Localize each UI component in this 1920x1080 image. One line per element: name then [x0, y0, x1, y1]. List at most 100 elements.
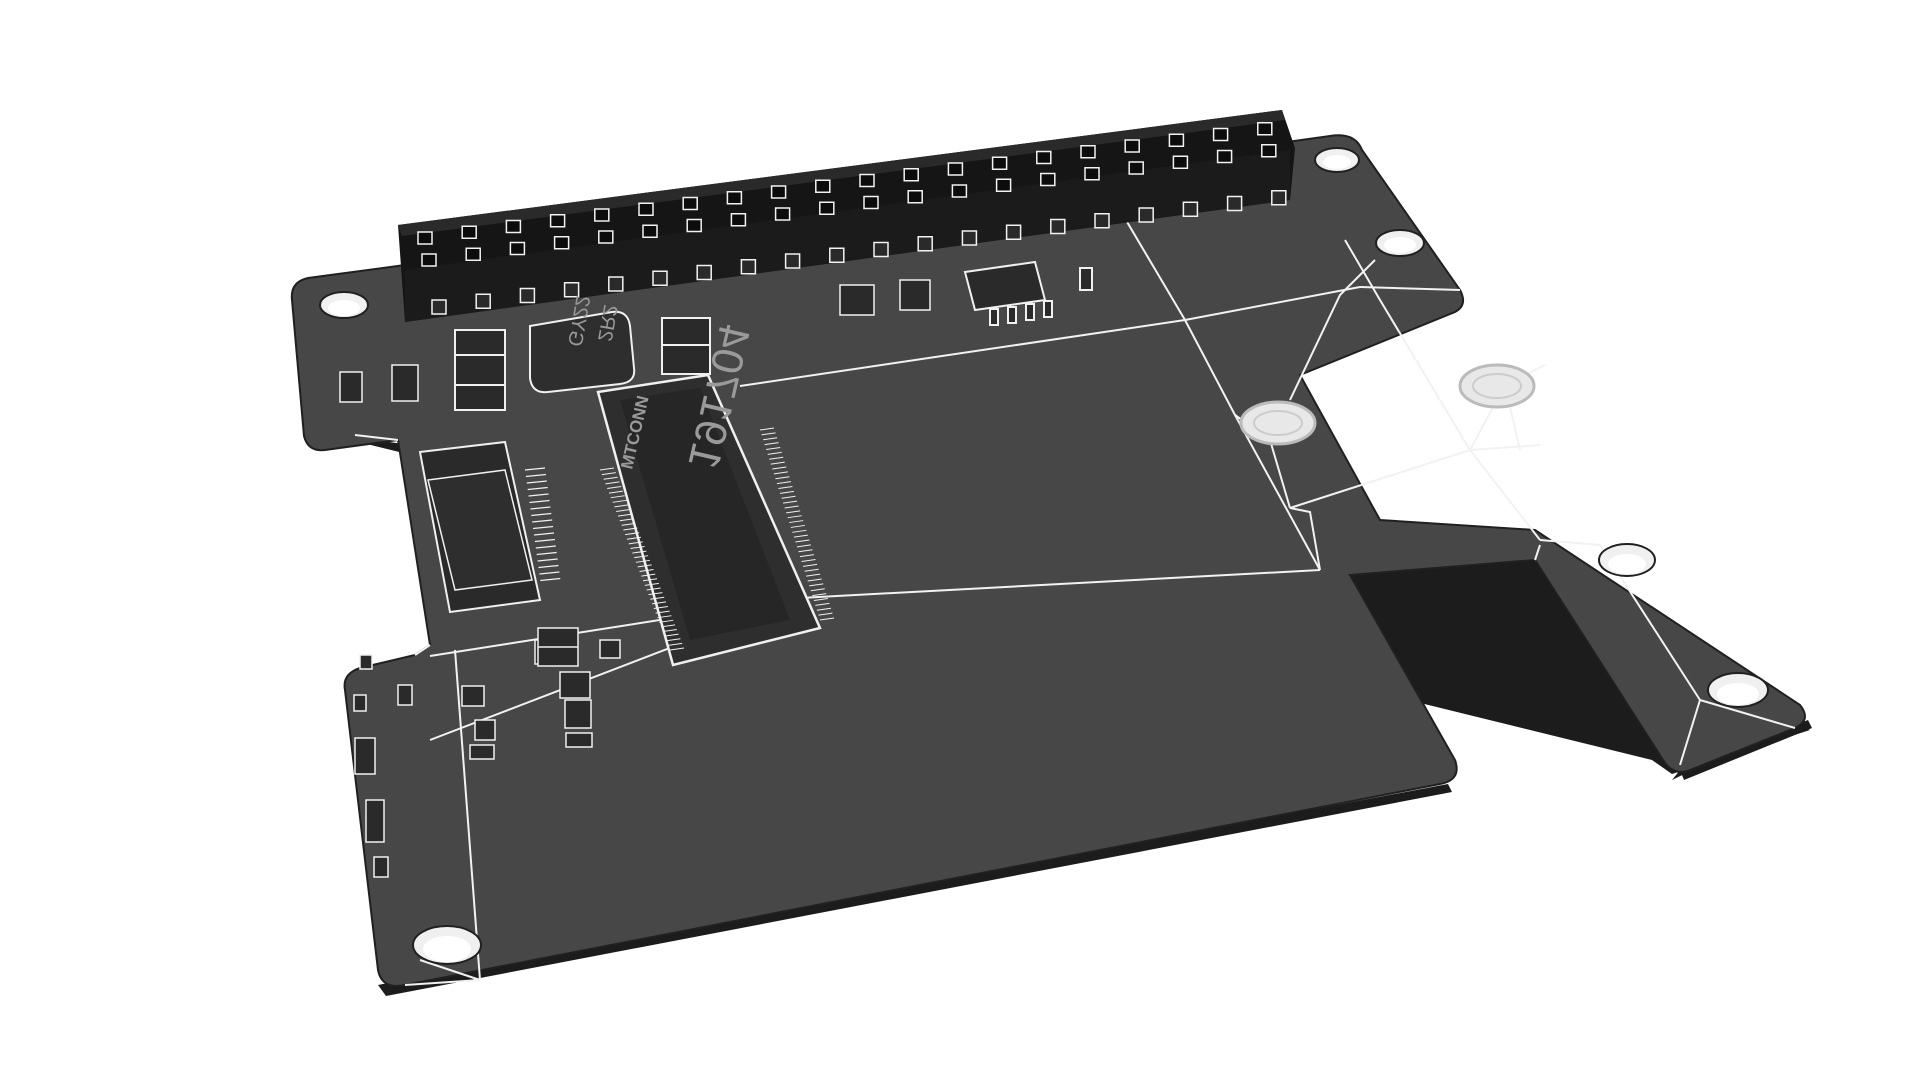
header-pin — [774, 207, 791, 221]
m2-contact — [767, 451, 782, 455]
header-solder-pad — [1050, 218, 1066, 235]
m2-contact — [655, 610, 670, 614]
mounting-hole — [412, 925, 482, 965]
header-pin — [995, 178, 1012, 192]
m2-contact — [603, 476, 618, 480]
smd-diode — [899, 279, 931, 311]
m2-contact — [607, 485, 622, 489]
header-pin — [770, 185, 787, 199]
smd-resistor — [339, 371, 363, 403]
m2-contact — [781, 495, 796, 499]
m2-contact — [761, 432, 776, 436]
test-pads — [1239, 363, 1536, 446]
header-pin — [1128, 161, 1144, 175]
header-solder-pad — [519, 287, 536, 304]
smd-resistor — [565, 732, 593, 748]
header-solder-pad — [873, 241, 889, 258]
header-solder-pad — [740, 259, 757, 275]
m2-contact — [792, 529, 807, 533]
header-solder-pad — [431, 299, 447, 315]
m2-contact — [666, 638, 681, 642]
header-pin — [1124, 139, 1140, 153]
m2-contact — [790, 524, 805, 528]
fpc-contact — [536, 551, 557, 556]
fpc-contact — [538, 564, 559, 569]
header-solder-pad — [829, 247, 845, 263]
header-pin — [1040, 172, 1056, 187]
m2-contact — [801, 559, 816, 563]
m2-contact — [625, 532, 640, 536]
m2-contact — [773, 471, 788, 475]
smd-resistor — [359, 654, 373, 670]
mounting-hole — [1314, 147, 1360, 173]
m2-contact — [798, 549, 813, 553]
m2-contact — [770, 461, 785, 465]
m2-contact — [628, 541, 643, 545]
m2-contact — [795, 539, 810, 543]
test-pad — [1458, 363, 1536, 409]
m2-contact — [641, 573, 656, 577]
m2-contact — [616, 509, 631, 513]
header-pin — [421, 253, 437, 267]
m2-contact — [634, 555, 649, 559]
header-pin — [553, 236, 570, 250]
m2-contact — [816, 607, 831, 611]
header-pin — [819, 201, 835, 215]
header-solder-pad — [652, 270, 668, 286]
m2-contact — [601, 472, 616, 476]
smd-resistor — [365, 799, 385, 843]
mounting-hole — [1707, 672, 1769, 708]
m2-contact — [803, 563, 818, 567]
header-pin — [505, 219, 522, 234]
smd-resistor — [354, 737, 376, 775]
m2-contact — [653, 605, 668, 609]
smd-resistor — [397, 684, 413, 706]
m2-contact — [659, 619, 674, 623]
m2-contact — [806, 573, 821, 577]
fpc-contact — [528, 493, 549, 497]
smd-transistor — [564, 699, 592, 729]
m2-contact — [804, 568, 819, 572]
header-solder-pad — [1005, 224, 1022, 240]
header-pin — [461, 225, 477, 239]
m2-contact — [810, 588, 825, 592]
header-pin — [1212, 127, 1229, 142]
m2-contact — [662, 629, 677, 633]
fpc-contact — [533, 532, 555, 536]
m2-contact — [664, 633, 679, 637]
header-pin — [686, 218, 702, 233]
m2-contact — [599, 467, 615, 471]
m2-contact — [763, 437, 778, 441]
header-solder-pad — [1094, 213, 1110, 229]
regulator — [454, 329, 506, 411]
m2-contact — [789, 520, 804, 524]
m2-contact — [812, 593, 827, 597]
header-pin — [509, 241, 526, 256]
m2-contact — [819, 617, 835, 621]
header-pin — [594, 208, 610, 222]
m2-contact — [608, 490, 624, 494]
fpc-contact — [529, 499, 550, 504]
header-pin — [903, 168, 919, 182]
m2-contact — [668, 642, 683, 646]
test-pad — [1239, 400, 1317, 446]
m2-contact — [813, 598, 828, 602]
m2-contact — [612, 499, 627, 503]
m2-contact — [635, 559, 650, 563]
m2-contact — [775, 476, 790, 480]
header-pin — [1172, 155, 1189, 169]
m2-contact — [621, 522, 636, 526]
smd-transistor — [599, 639, 621, 659]
fpc-contact — [524, 467, 546, 471]
header-pin — [1080, 145, 1096, 159]
header-pin — [682, 196, 698, 211]
m2-contact — [626, 536, 641, 540]
header-pin — [907, 190, 923, 204]
header-solder-pad — [1182, 201, 1199, 217]
header-pin — [730, 213, 747, 227]
fpc-contact — [537, 558, 558, 562]
small-transistor-cluster — [537, 627, 591, 699]
fpc-connector — [418, 440, 561, 614]
header-pin — [991, 156, 1008, 170]
